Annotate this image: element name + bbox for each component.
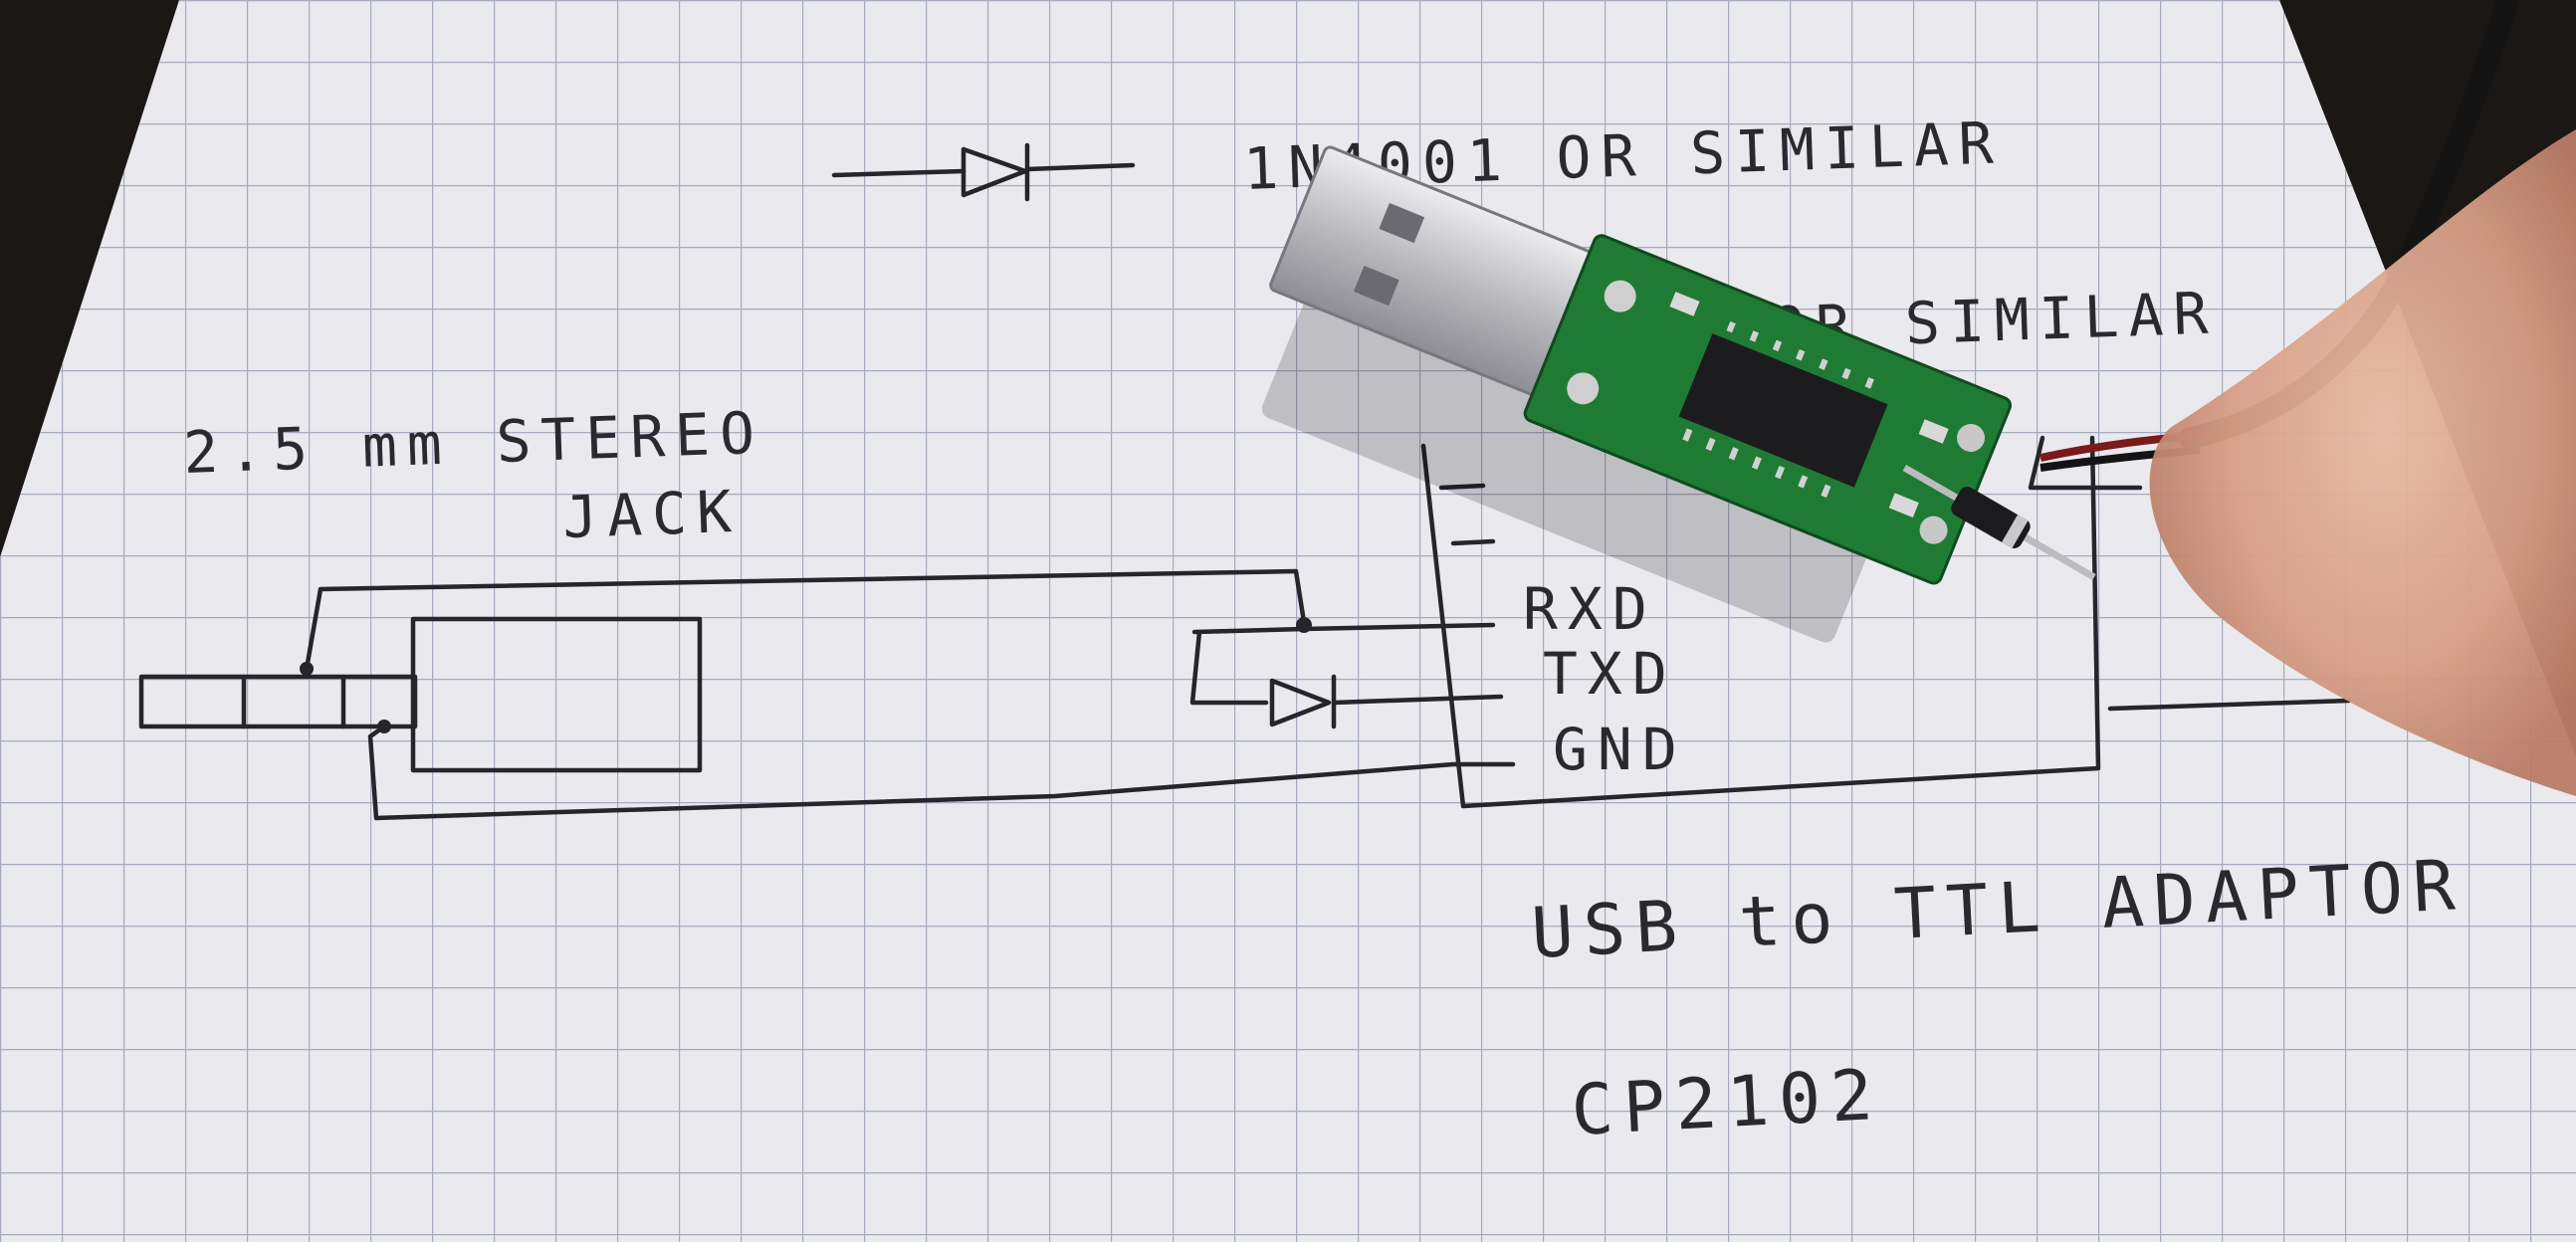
hand	[2149, 129, 2576, 796]
adaptor-outline	[1420, 435, 2352, 809]
pin-txd-label: TXD	[1543, 640, 1677, 708]
usb-adapter-board-icon	[1261, 145, 2013, 643]
wiring	[304, 568, 1516, 821]
diode-component-icon	[1902, 464, 2096, 581]
chip-name-label: CP2102	[1570, 1054, 1885, 1151]
schematic-drawing	[138, 142, 2352, 821]
stereo-jack-icon	[138, 616, 703, 773]
diode-legend-icon	[831, 142, 1136, 202]
pin-gnd-label: GND	[1553, 716, 1687, 783]
jack-label-line2: JACK	[561, 478, 743, 551]
pin-rxd-label: RXD	[1523, 575, 1657, 643]
